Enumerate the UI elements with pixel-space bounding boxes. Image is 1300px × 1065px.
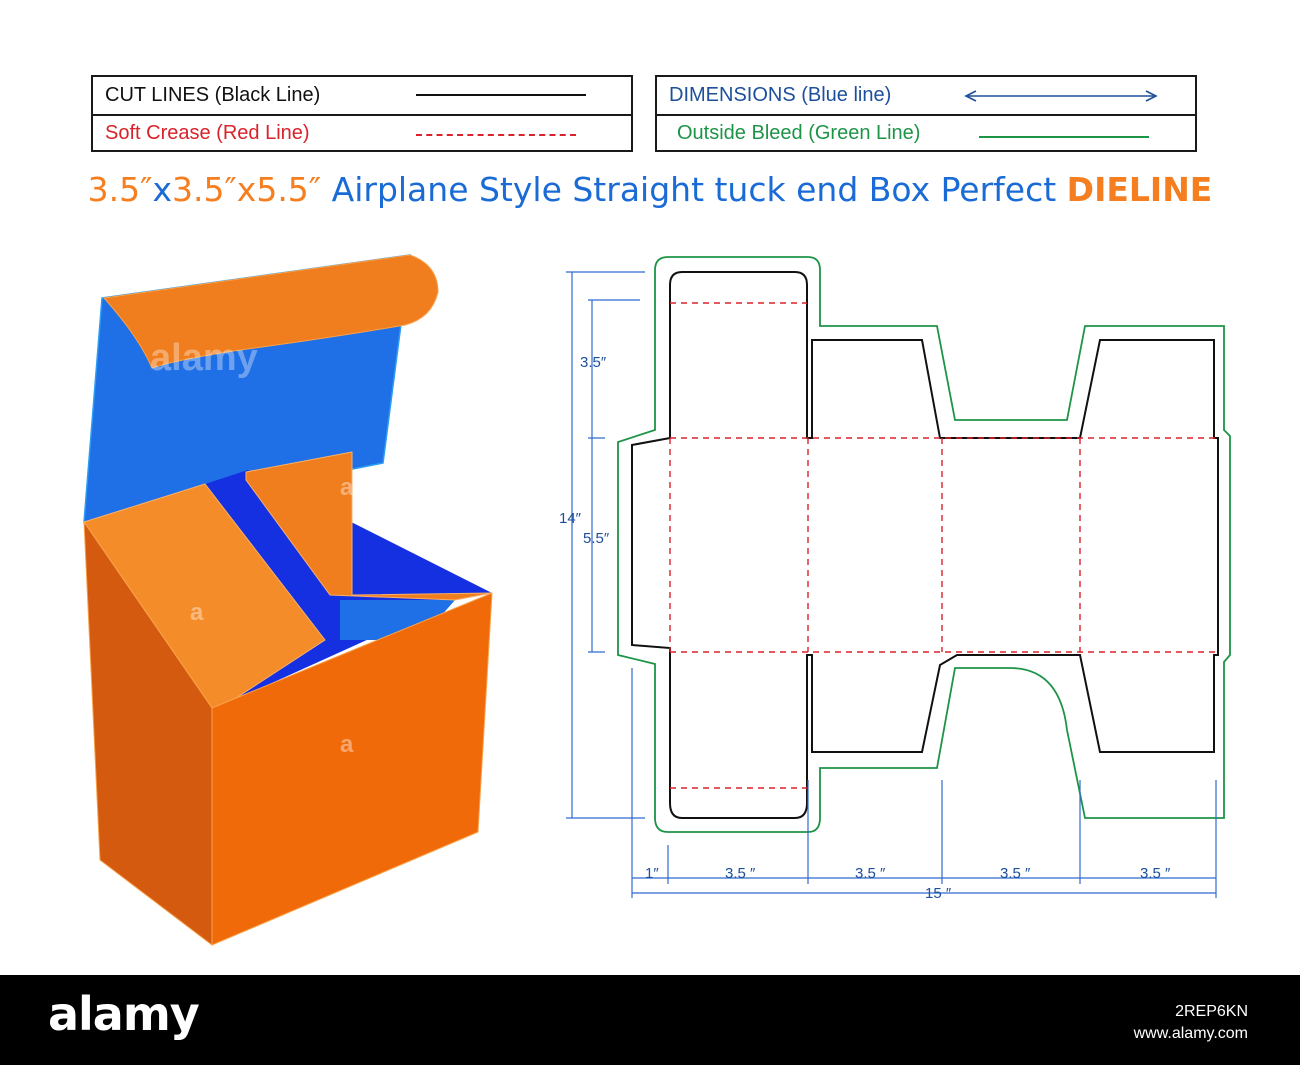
legend-outside-bleed: Outside Bleed (Green Line) — [657, 114, 1195, 151]
soft-crease-lines — [669, 302, 1218, 789]
footer-image-id: 2REP6KN — [1175, 1003, 1248, 1020]
legend-soft-crease: Soft Crease (Red Line) — [93, 114, 631, 151]
dimension-lines — [566, 271, 1217, 898]
title-size-a: 3.5″ — [87, 170, 153, 209]
legend-cut-lines: CUT LINES (Black Line) — [93, 77, 631, 114]
box-illustration: alamy a a a — [83, 254, 493, 947]
title-dieline: DIELINE — [1066, 170, 1213, 209]
watermark-art-4: a — [340, 731, 354, 758]
legend-soft-crease-label: Soft Crease (Red Line) — [105, 122, 310, 144]
dieline-drawing: 14″ 3.5″ 5.5″ 1″ 3.5 ″ 3.5 ″ 3.5 ″ 3.5 ″… — [559, 256, 1231, 902]
legend-cut-lines-sample — [416, 94, 586, 96]
legend-outside-bleed-label: Outside Bleed (Green Line) — [677, 122, 921, 144]
footer-bar: alamy 2REP6KN www.alamy.com — [0, 975, 1300, 1065]
legend-dimensions-arrow — [964, 90, 1158, 102]
box-front-face — [211, 592, 493, 946]
footer-logo: alamy — [48, 987, 200, 1041]
legend-dimensions-label: DIMENSIONS (Blue line) — [669, 84, 892, 106]
title-middle: Airplane Style Straight tuck end Box Per… — [321, 170, 1067, 209]
watermark-art-1: alamy — [150, 337, 258, 379]
footer-site: www.alamy.com — [1133, 1025, 1248, 1042]
dim-lid: 3.5″ — [580, 354, 607, 371]
lid-tuck-flap — [103, 254, 439, 369]
legend-dimensions: DIMENSIONS (Blue line) — [657, 77, 1195, 114]
legend-cut-lines-label: CUT LINES (Black Line) — [105, 84, 321, 106]
dim-height-total: 14″ — [559, 510, 582, 527]
dim-panel-1: 3.5 ″ — [725, 865, 756, 882]
dim-panel-4: 3.5 ″ — [1140, 865, 1171, 882]
legend-right: DIMENSIONS (Blue line) Outside Bleed (Gr… — [655, 75, 1197, 152]
title-x: x — [152, 170, 172, 209]
cut-line-outline — [631, 271, 1219, 819]
page-title: 3.5″x3.5″x5.5″ Airplane Style Straight t… — [0, 170, 1300, 209]
legend-soft-crease-sample — [416, 134, 576, 136]
legend-left: CUT LINES (Black Line) Soft Crease (Red … — [91, 75, 633, 152]
outside-bleed-line — [617, 256, 1231, 833]
dust-flap-right — [245, 451, 493, 601]
dim-panel-2: 3.5 ″ — [855, 865, 886, 882]
legend-outside-bleed-sample — [979, 136, 1149, 138]
dim-body: 5.5″ — [583, 530, 610, 547]
dim-glue-flap: 1″ — [645, 865, 659, 882]
dim-panel-3: 3.5 ″ — [1000, 865, 1031, 882]
watermark-art-2: a — [340, 474, 354, 501]
dim-width-total: 15 ″ — [925, 885, 952, 902]
watermark-art-3: a — [190, 599, 204, 626]
title-size-b: 3.5″x5.5″ — [171, 170, 322, 209]
